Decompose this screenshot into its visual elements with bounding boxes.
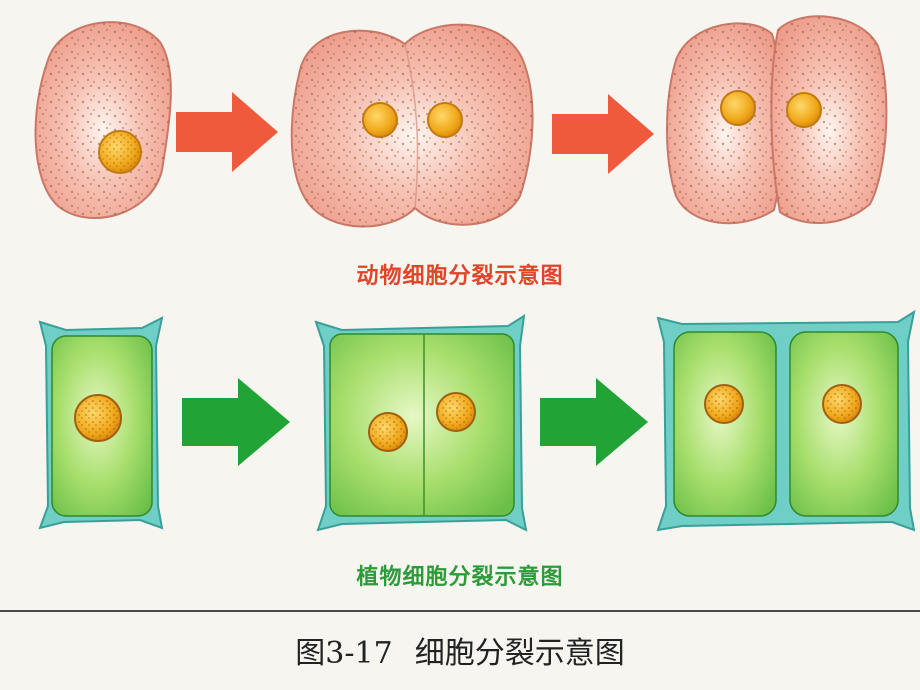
figure-title: 细胞分裂示意图 [414,636,625,671]
nucleus [74,394,122,442]
plant-cell-stage-1 [38,316,164,530]
plant-arrow-1 [182,378,290,466]
nucleus [720,90,756,126]
plant-cell-stage-3 [656,309,916,532]
animal-arrow-2 [552,94,654,174]
nucleus [368,412,408,452]
divider [0,610,920,612]
nucleus [786,92,822,128]
nucleus [822,384,862,424]
nucleus [98,130,142,174]
figure-caption: 图3-17 细胞分裂示意图 [0,628,920,672]
animal-cell-stage-3-right [770,15,888,225]
animal-cell-stage-1 [34,21,172,220]
animal-division-caption: 动物细胞分裂示意图 [356,264,564,289]
plant-cell-stage-2 [314,314,528,532]
nucleus [362,102,398,138]
nucleus [436,392,476,432]
plant-arrow-2 [540,378,648,466]
plant-division-caption: 植物细胞分裂示意图 [356,565,564,590]
animal-arrow-1 [176,92,278,172]
nucleus [704,384,744,424]
animal-cell-stage-3-left [666,22,784,225]
nucleus [427,102,463,138]
animal-cell-stage-2 [290,23,534,228]
figure-number: 图3-17 [295,636,393,671]
